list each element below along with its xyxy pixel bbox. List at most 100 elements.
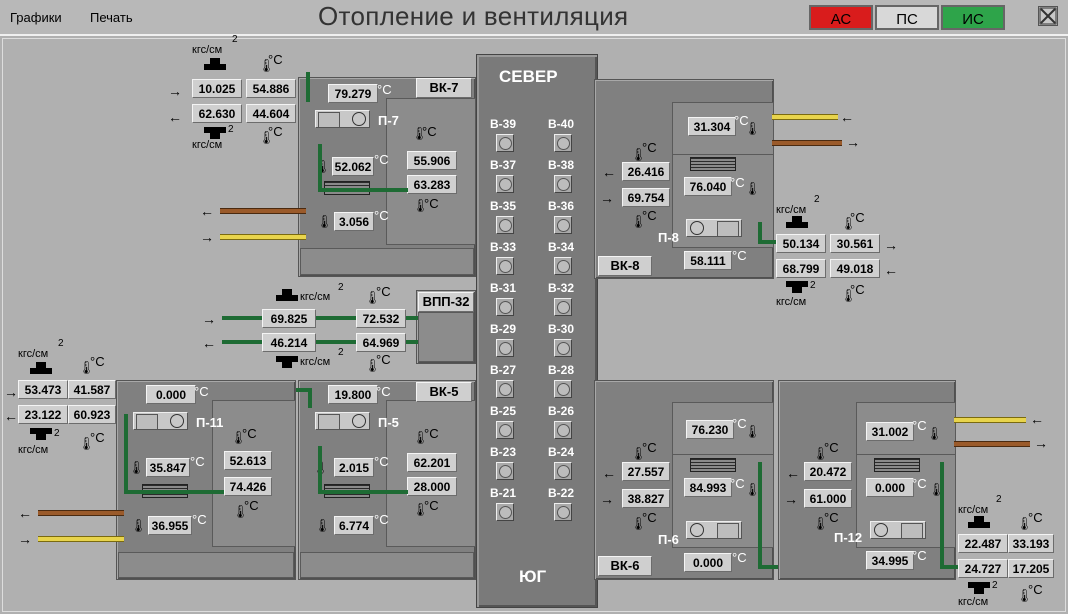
unit-label: °C xyxy=(1028,582,1043,597)
valve-label: В-27 xyxy=(490,363,517,377)
valve-button[interactable] xyxy=(554,503,572,521)
alarm-as-button[interactable]: АС xyxy=(809,5,873,30)
pipe-green xyxy=(318,188,408,192)
south-label: ЮГ xyxy=(519,567,547,586)
p12-t-sup: 33.193 xyxy=(1008,534,1054,553)
unit-label: °C xyxy=(374,454,389,469)
menu-print[interactable]: Печать xyxy=(90,10,133,25)
thermometer-icon: 🌡 xyxy=(630,214,647,229)
close-button[interactable] xyxy=(1038,6,1058,26)
thermometer-icon: 🌡 xyxy=(258,58,275,73)
valve-button[interactable] xyxy=(496,421,514,439)
p11-t-sup: 41.587 xyxy=(68,380,116,399)
valve-button[interactable] xyxy=(554,134,572,152)
pipe-green xyxy=(124,414,128,494)
arrow-right-icon: → xyxy=(200,229,214,245)
pressure-up-icon xyxy=(276,289,298,303)
vk5-fan[interactable] xyxy=(315,412,370,430)
valve-label: В-34 xyxy=(548,240,575,254)
unit-label: °C xyxy=(376,384,391,399)
menu-graphs[interactable]: Графики xyxy=(10,10,62,25)
pipe-green xyxy=(758,240,778,244)
valve-label: В-29 xyxy=(490,322,517,336)
alarm-ps-button[interactable]: ПС xyxy=(875,5,939,30)
pressure-down-icon xyxy=(30,428,52,442)
valve-button[interactable] xyxy=(496,462,514,480)
thermometer-icon: 🌡 xyxy=(128,460,145,475)
thermometer-icon: 🌡 xyxy=(316,214,333,229)
unit-label: °C xyxy=(824,440,839,455)
valve-button[interactable] xyxy=(496,339,514,357)
valve-button[interactable] xyxy=(554,175,572,193)
p12-fan[interactable] xyxy=(870,521,926,539)
valve-button[interactable] xyxy=(496,380,514,398)
unit-label: °C xyxy=(374,152,389,167)
thermometer-icon: 🌡 xyxy=(78,436,95,451)
vk8-fan[interactable] xyxy=(686,219,742,237)
valve-button[interactable] xyxy=(496,175,514,193)
valve-button[interactable] xyxy=(496,257,514,275)
p12-t-mid: 0.000 xyxy=(866,478,914,497)
thermometer-icon: 🌡 xyxy=(232,504,249,519)
vk7-bottom-section xyxy=(300,248,474,275)
vk6-fan[interactable] xyxy=(686,521,742,539)
valve-button[interactable] xyxy=(554,257,572,275)
pipe-green xyxy=(222,316,418,320)
unit-label: °C xyxy=(90,354,105,369)
pressure-up-icon xyxy=(30,362,52,376)
valve-button[interactable] xyxy=(554,421,572,439)
p11-fan[interactable] xyxy=(133,412,188,430)
vk8-label: ВК-8 xyxy=(598,256,652,276)
valve-label: В-25 xyxy=(490,404,517,418)
unit-label: кгс/см xyxy=(776,296,807,308)
thermometer-icon: 🌡 xyxy=(314,159,331,174)
valve-button[interactable] xyxy=(554,339,572,357)
valve-label: В-28 xyxy=(548,363,575,377)
valve-button[interactable] xyxy=(554,380,572,398)
valve-label: В-37 xyxy=(490,158,517,172)
p12-t-in1: 20.472 xyxy=(804,462,852,481)
valve-button[interactable] xyxy=(554,298,572,316)
valve-button[interactable] xyxy=(554,462,572,480)
pipe-green xyxy=(940,565,960,569)
vk7-unit-name: П-7 xyxy=(378,113,399,128)
alarm-is-button[interactable]: ИС xyxy=(941,5,1005,30)
unit-label: 2 xyxy=(338,282,344,293)
p11-right-section xyxy=(212,400,296,547)
pipe-green xyxy=(222,340,418,344)
unit-label: °C xyxy=(824,510,839,525)
vk7-t-low: 3.056 xyxy=(334,212,374,231)
north-label: СЕВЕР xyxy=(499,67,558,86)
pipe-supply xyxy=(38,536,124,542)
unit-label: кгс/см xyxy=(958,504,989,516)
p11-t-ret: 60.923 xyxy=(68,405,116,424)
vk7-fan[interactable] xyxy=(315,110,370,128)
thermometer-icon: 🌡 xyxy=(412,502,429,517)
unit-label: 2 xyxy=(996,494,1002,505)
heater-icon xyxy=(874,458,920,472)
vk6-t-mid: 84.993 xyxy=(684,478,732,497)
unit-label: °C xyxy=(190,454,205,469)
vpp32-t-ret: 64.969 xyxy=(356,333,406,352)
valve-button[interactable] xyxy=(496,503,514,521)
thermometer-icon: 🌡 xyxy=(744,424,761,439)
vk8-t-mid: 76.040 xyxy=(684,177,732,196)
valve-button[interactable] xyxy=(496,298,514,316)
unit-label: °C xyxy=(268,124,283,139)
vk7-right-section xyxy=(386,98,476,245)
vk6-t-in2: 38.827 xyxy=(622,489,670,508)
unit-label: °C xyxy=(90,430,105,445)
unit-label: 2 xyxy=(992,580,998,591)
pipe-return xyxy=(772,140,842,146)
pipe-green xyxy=(940,462,944,568)
valve-button[interactable] xyxy=(496,134,514,152)
unit-label: °C xyxy=(642,510,657,525)
valve-button[interactable] xyxy=(496,216,514,234)
thermometer-icon: 🌡 xyxy=(812,516,829,531)
valve-button[interactable] xyxy=(554,216,572,234)
arrow-right-icon: → xyxy=(600,190,614,206)
thermometer-icon: 🌡 xyxy=(812,446,829,461)
vk8-unit-name: П-8 xyxy=(658,230,679,245)
arrow-right-icon: → xyxy=(18,531,32,547)
valve-label: В-35 xyxy=(490,199,517,213)
